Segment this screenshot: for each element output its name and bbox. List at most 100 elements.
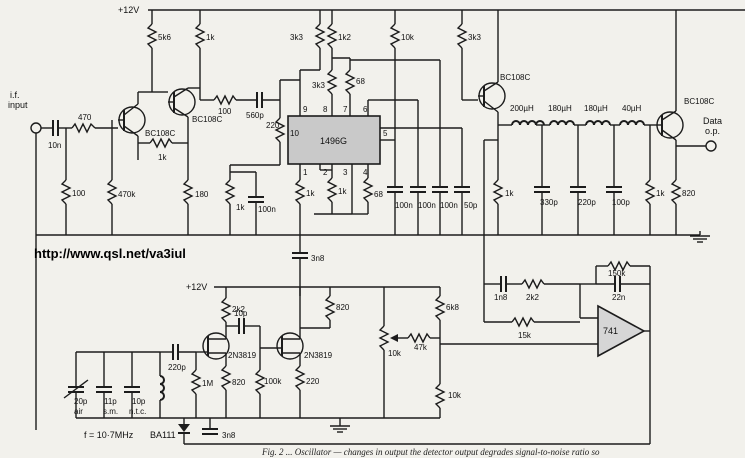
cap-220p-label: 220p bbox=[578, 198, 596, 207]
opamp-741 bbox=[597, 304, 646, 358]
wire bbox=[661, 110, 677, 121]
frequency-label: f = 10·7MHz bbox=[84, 430, 134, 440]
resistor-68-b-label: 68 bbox=[374, 190, 383, 199]
diode-label: BA111 bbox=[150, 430, 176, 440]
resistor-3k3-c bbox=[456, 23, 468, 49]
resistor-100a-label: 100 bbox=[72, 189, 86, 198]
resistor-1k-f bbox=[492, 179, 504, 205]
cap-100n-c-label: 100n bbox=[418, 201, 436, 210]
resistor-10k-b bbox=[434, 383, 446, 409]
inductor-l3-label: 180µH bbox=[584, 104, 608, 113]
varicap-ba111 bbox=[178, 424, 190, 432]
cap-3n8-b-label: 3n8 bbox=[222, 431, 236, 440]
resistor-10k-b-label: 10k bbox=[448, 391, 462, 400]
inductor-l4-label: 40µH bbox=[622, 104, 642, 113]
potentiometer-10k bbox=[378, 325, 390, 351]
resistor-3k3-b-label: 3k3 bbox=[312, 81, 325, 90]
cap-11p-label: 11p bbox=[104, 397, 117, 406]
fet-q1-label: 2N3819 bbox=[228, 351, 257, 360]
fet-q2 bbox=[276, 332, 304, 360]
supply-bottom-label: +12V bbox=[186, 282, 207, 292]
resistor-1k-g bbox=[644, 179, 656, 205]
resistor-1k-g-label: 1k bbox=[656, 189, 665, 198]
resistor-3k3-c-label: 3k3 bbox=[468, 33, 481, 42]
resistor-5k6 bbox=[146, 23, 158, 49]
ic-1496g bbox=[287, 115, 381, 165]
ic-1496g-label: 1496G bbox=[320, 136, 347, 146]
resistor-1k-a bbox=[194, 23, 206, 49]
resistor-100a bbox=[60, 179, 72, 205]
resistor-180 bbox=[182, 179, 194, 205]
supply-top-label: +12V bbox=[118, 5, 139, 15]
inductor-l4 bbox=[619, 120, 645, 126]
fet-q1 bbox=[202, 332, 230, 360]
resistor-150k-label: 150k bbox=[608, 269, 626, 278]
cap-10p-b-label: 10p bbox=[132, 397, 146, 406]
resistor-220b bbox=[294, 365, 306, 391]
cap-10p-b-sub: n.t.c. bbox=[129, 407, 146, 416]
source-url: http://www.qsl.net/va3iul bbox=[34, 246, 186, 261]
pin-6: 6 bbox=[363, 105, 368, 114]
cap-3n8-a-label: 3n8 bbox=[311, 254, 325, 263]
input-label-2: input bbox=[8, 100, 28, 110]
cap-50p-label: 50p bbox=[464, 201, 478, 210]
cap-1n8-label: 1n8 bbox=[494, 293, 508, 302]
resistor-470k bbox=[106, 179, 118, 205]
resistor-10k-a-label: 10k bbox=[401, 33, 415, 42]
fet-q2-label: 2N3819 bbox=[304, 351, 333, 360]
resistor-47k bbox=[407, 332, 431, 344]
resistor-470 bbox=[71, 122, 96, 134]
wire bbox=[63, 379, 89, 399]
resistor-100b bbox=[213, 94, 237, 106]
resistor-820-b bbox=[220, 365, 232, 391]
pin-3: 3 bbox=[343, 168, 348, 177]
cap-20p-sub: air bbox=[74, 407, 83, 416]
resistor-220b-label: 220 bbox=[306, 377, 320, 386]
resistor-1k2-label: 1k2 bbox=[338, 33, 351, 42]
inductor-l3 bbox=[585, 120, 611, 126]
resistor-1m bbox=[190, 369, 202, 395]
resistor-1k-e bbox=[326, 177, 338, 203]
resistor-68-b bbox=[362, 177, 374, 203]
cap-10n-label: 10n bbox=[48, 141, 61, 150]
resistor-1k-b bbox=[149, 137, 173, 149]
resistor-2k2-b-label: 2k2 bbox=[526, 293, 539, 302]
resistor-15k-label: 15k bbox=[518, 331, 532, 340]
resistor-1k-c-label: 1k bbox=[236, 203, 245, 212]
resistor-1k-f-label: 1k bbox=[505, 189, 514, 198]
resistor-470k-label: 470k bbox=[118, 190, 136, 199]
q1-label: BC108C bbox=[145, 129, 175, 138]
cap-100n-a-label: 100n bbox=[258, 205, 276, 214]
pin-9: 9 bbox=[303, 105, 308, 114]
cap-22n-label: 22n bbox=[612, 293, 625, 302]
q4-label: BC108C bbox=[684, 97, 714, 106]
cap-330p-label: 330p bbox=[540, 198, 558, 207]
cap-100n-b-label: 100n bbox=[395, 201, 413, 210]
pin-4: 4 bbox=[363, 168, 368, 177]
output-label-2: o.p. bbox=[705, 126, 720, 136]
figure-caption: Fig. 2 ... Oscillator — changes in outpu… bbox=[261, 447, 600, 457]
wire bbox=[661, 129, 677, 141]
inductor-l2 bbox=[549, 120, 575, 126]
resistor-2k2-b bbox=[521, 278, 545, 290]
wire bbox=[123, 103, 139, 116]
cap-11p-sub: s.m. bbox=[103, 407, 118, 416]
resistor-6k8 bbox=[434, 295, 446, 321]
cap-20p-label: 20p bbox=[74, 397, 88, 406]
pin-8: 8 bbox=[323, 105, 328, 114]
resistor-68-a-label: 68 bbox=[356, 77, 365, 86]
resistor-820-a-label: 820 bbox=[682, 189, 696, 198]
inductor-l2-label: 180µH bbox=[548, 104, 572, 113]
wire bbox=[173, 107, 189, 118]
resistor-820-b-label: 820 bbox=[232, 378, 246, 387]
resistor-68-a bbox=[344, 69, 356, 95]
wire bbox=[390, 334, 398, 342]
pin-5: 5 bbox=[383, 129, 388, 138]
resistor-220a-label: 220 bbox=[266, 121, 280, 130]
resistor-47k-label: 47k bbox=[414, 343, 428, 352]
resistor-1k-b-label: 1k bbox=[158, 153, 167, 162]
resistor-220a bbox=[274, 117, 286, 143]
wire bbox=[173, 87, 189, 98]
